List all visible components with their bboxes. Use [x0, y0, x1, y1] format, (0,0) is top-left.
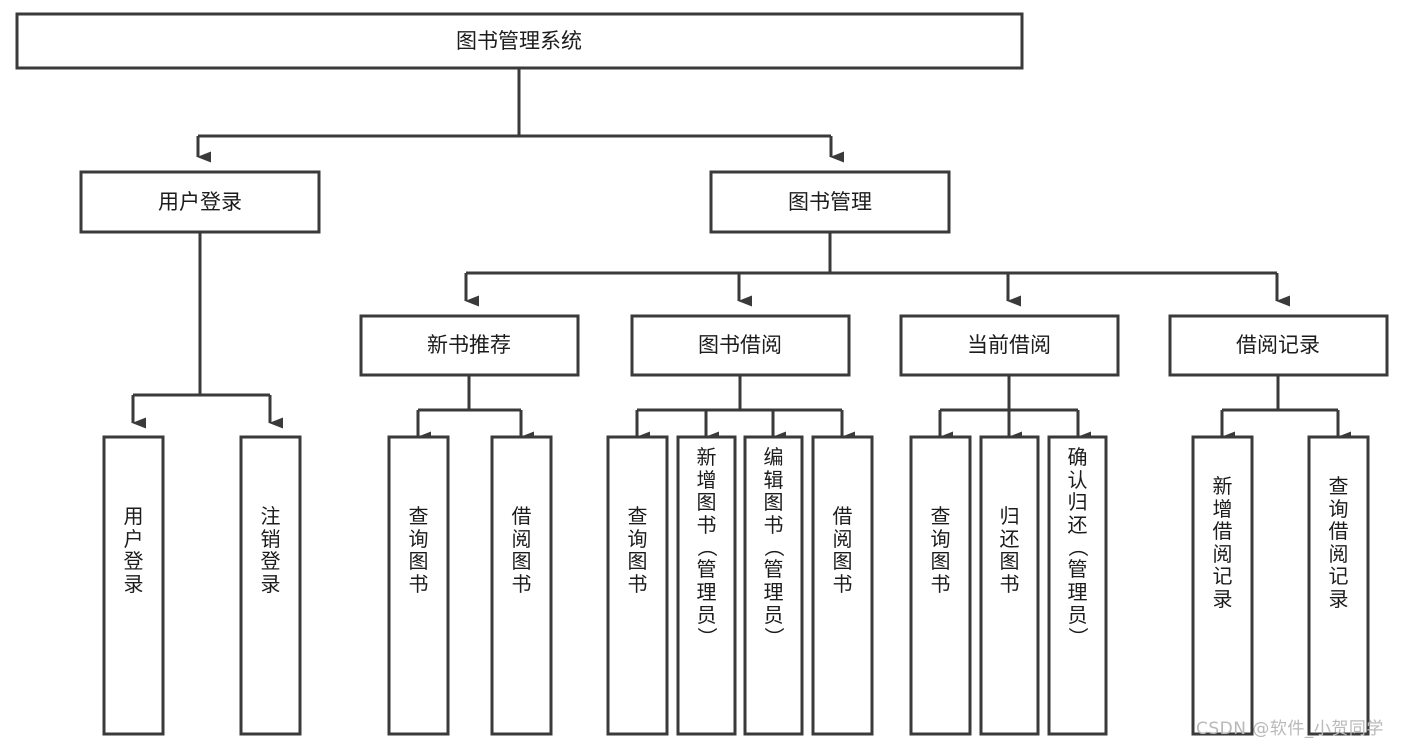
node-book-management-label: 图书管理: [788, 190, 872, 214]
node-borrow-record-box: [1168, 314, 1389, 377]
csdn-watermark: CSDN @软件_小贺同学: [1196, 719, 1384, 739]
node-book-borrow[interactable]: 图书借阅: [630, 314, 851, 377]
leaf-box-br-1[interactable]: [1307, 435, 1370, 736]
leaf-box-bb-1[interactable]: [676, 435, 737, 736]
node-current-borrow-label: 当前借阅: [967, 333, 1051, 357]
node-root-label: 图书管理系统: [456, 29, 582, 53]
node-new-book-recommend-label: 新书推荐: [427, 333, 511, 357]
node-user-login[interactable]: 用户登录: [79, 170, 321, 234]
edges-current-borrow-to-leaves: [938, 375, 1091, 443]
leaf-box-user-login-1[interactable]: [239, 435, 302, 736]
edges-borrow-record-to-leaves: [1220, 375, 1351, 443]
node-current-borrow[interactable]: 当前借阅: [899, 314, 1120, 377]
edges-user-login-to-leaves: [131, 232, 283, 429]
leaf-box-br-0[interactable]: [1191, 435, 1254, 736]
node-new-book-recommend-box: [359, 314, 580, 377]
edges-root-to-level2: [196, 68, 844, 163]
leaf-box-cb-1[interactable]: [979, 435, 1040, 736]
leaf-box-nbr-1[interactable]: [490, 435, 553, 736]
node-root[interactable]: 图书管理系统: [15, 12, 1024, 70]
node-book-management[interactable]: 图书管理: [709, 170, 951, 234]
node-current-borrow-box: [899, 314, 1120, 377]
edges-book-borrow-to-leaves: [635, 375, 855, 443]
edges-new-book-recommend-to-leaves: [416, 375, 534, 443]
node-borrow-record-label: 借阅记录: [1236, 333, 1320, 357]
node-root-box: [15, 12, 1024, 70]
node-borrow-record[interactable]: 借阅记录: [1168, 314, 1389, 377]
node-user-login-label: 用户登录: [158, 190, 242, 214]
leaf-box-bb-3[interactable]: [811, 435, 874, 736]
leaf-box-bb-2[interactable]: [743, 435, 804, 736]
leaf-box-user-login-0[interactable]: [102, 435, 165, 736]
edges-book-mgmt-to-level3: [464, 232, 1290, 307]
node-book-borrow-box: [630, 314, 851, 377]
node-new-book-recommend[interactable]: 新书推荐: [359, 314, 580, 377]
leaf-box-cb-0[interactable]: [909, 435, 972, 736]
leaf-box-cb-2[interactable]: [1047, 435, 1108, 736]
node-book-management-box: [709, 170, 951, 234]
leaf-box-bb-0[interactable]: [606, 435, 669, 736]
node-book-borrow-label: 图书借阅: [698, 333, 782, 357]
leaf-box-nbr-0[interactable]: [387, 435, 450, 736]
